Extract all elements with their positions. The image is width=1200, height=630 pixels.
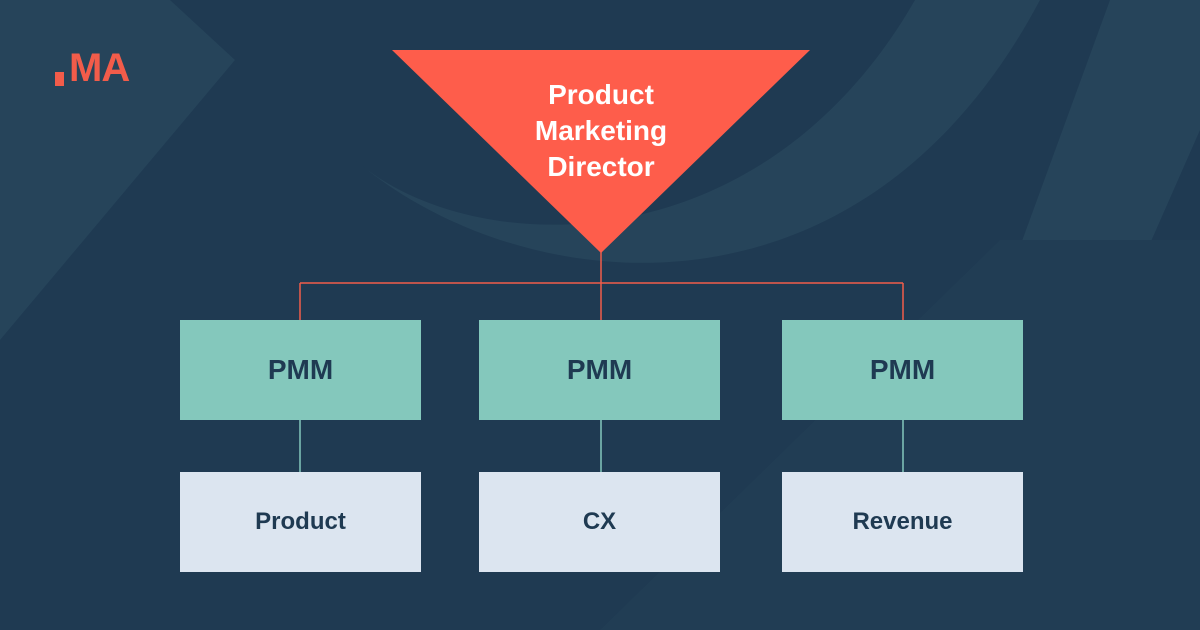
director-title-line: Marketing <box>534 115 668 146</box>
focus-area-product: Product <box>180 472 421 572</box>
logo-letters: MA <box>69 46 130 90</box>
pmm-box: PMM <box>782 320 1023 420</box>
logo-bar-mark <box>55 72 64 86</box>
pmm-box: PMM <box>180 320 421 420</box>
focus-area-revenue: Revenue <box>782 472 1023 572</box>
director-title-line: Director <box>547 151 655 182</box>
director-triangle <box>392 50 810 253</box>
pmm-box: PMM <box>479 320 720 420</box>
pma-logo: MA <box>55 44 130 90</box>
focus-area-cx: CX <box>479 472 720 572</box>
director-node: Product Marketing Director <box>392 50 810 253</box>
director-title: Product Marketing Director <box>481 77 721 185</box>
director-title-line: Product <box>548 79 654 110</box>
